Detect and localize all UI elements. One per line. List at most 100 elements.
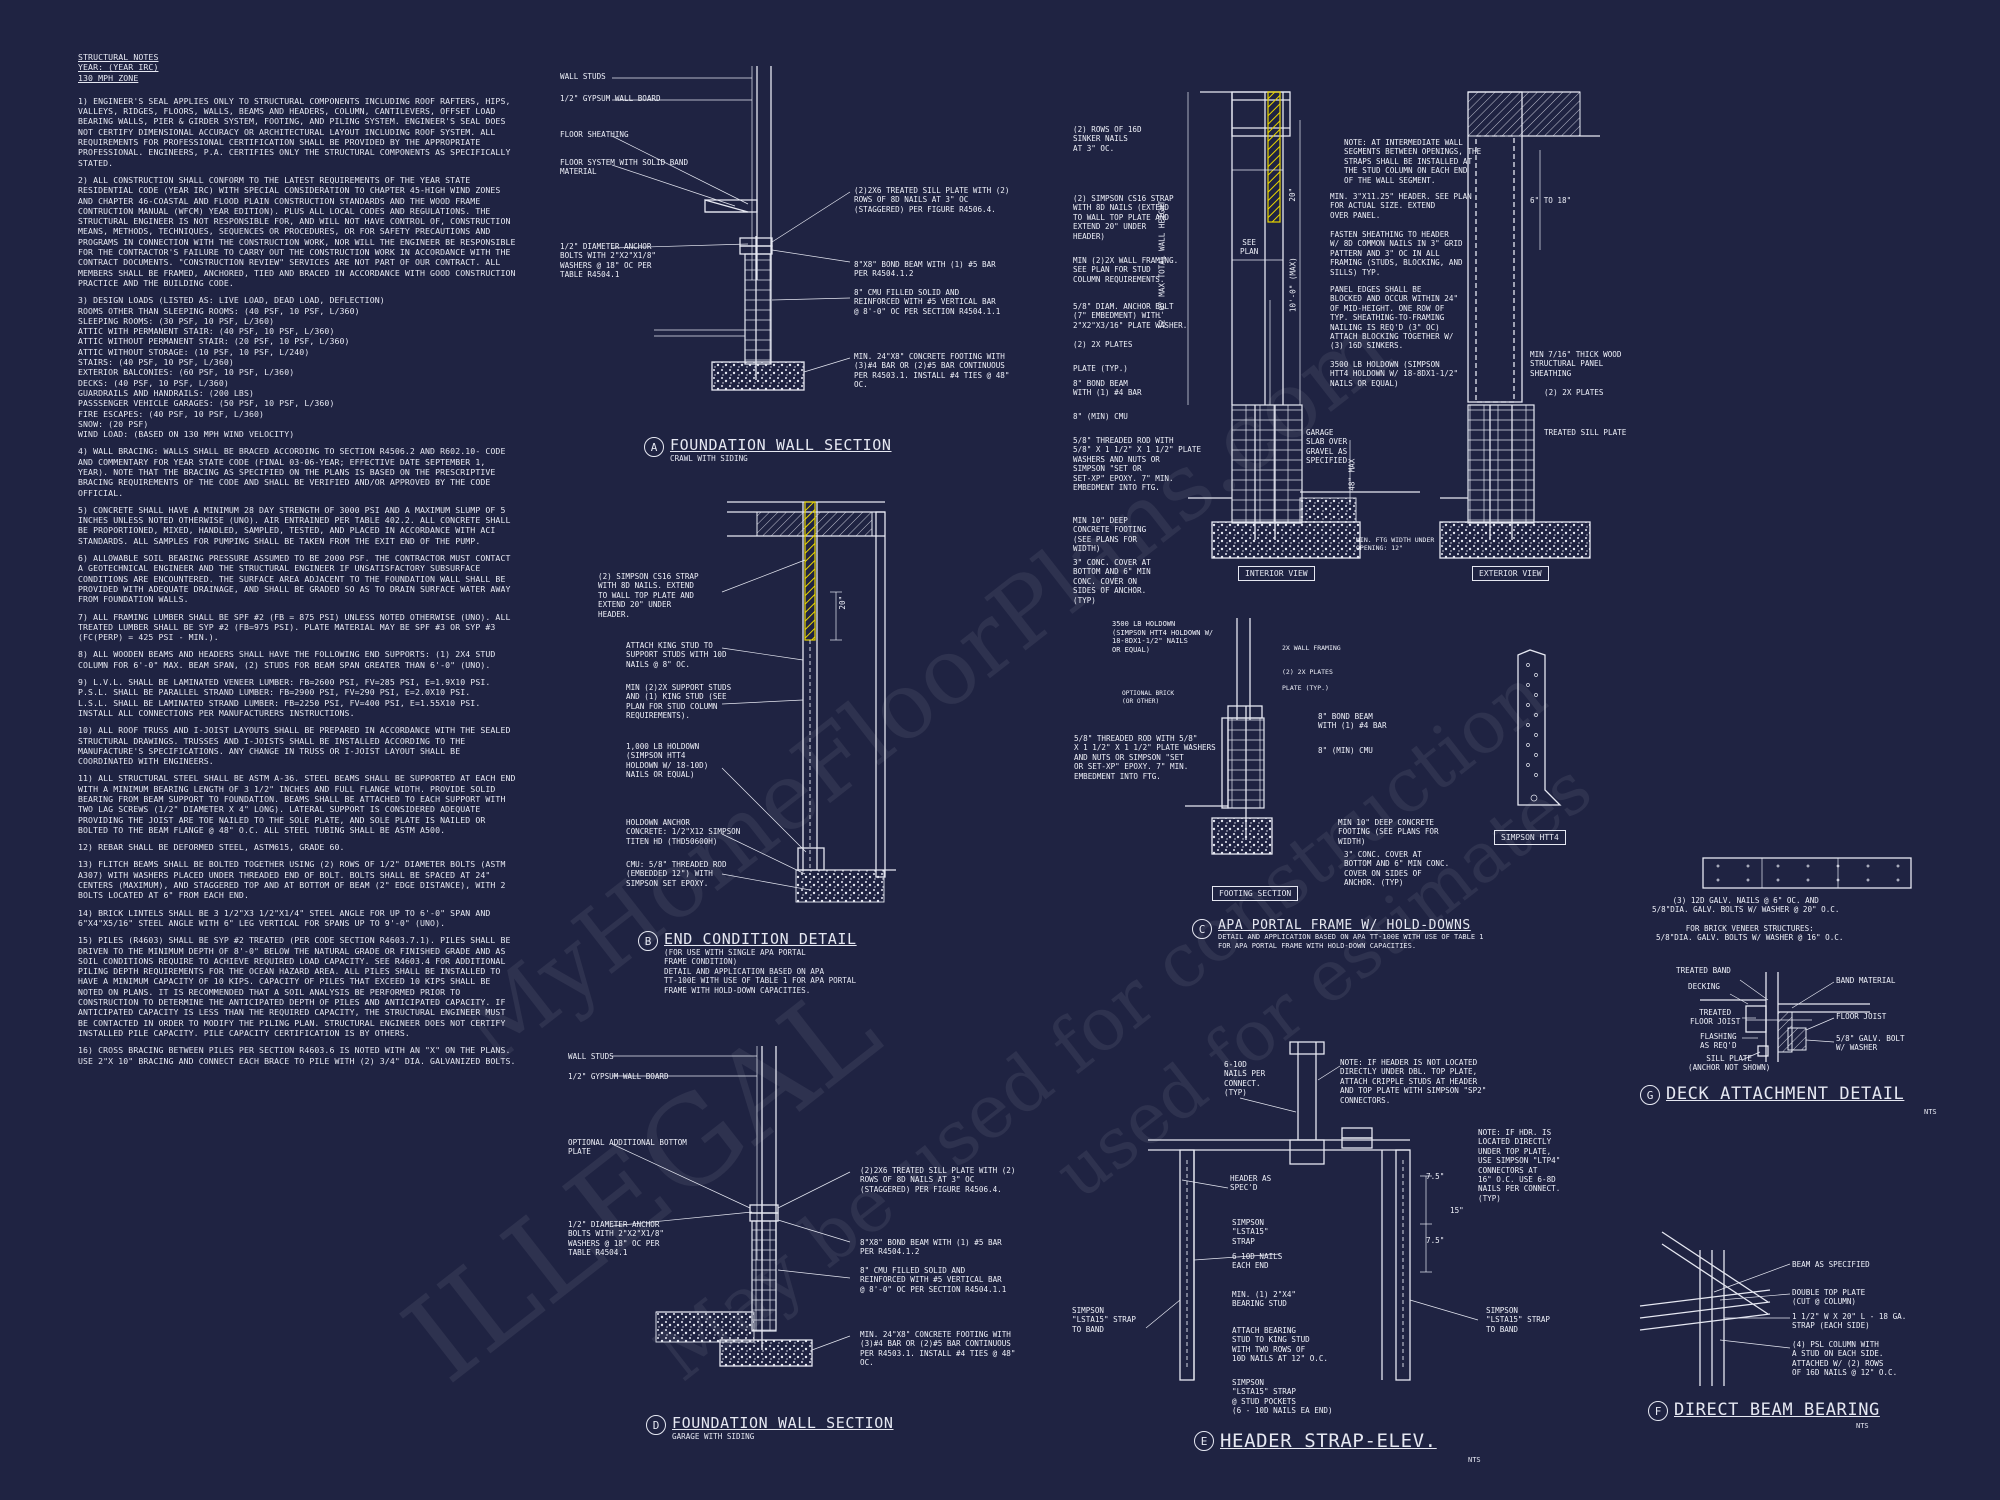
note-7: 7) ALL FRAMING LUMBER SHALL BE SPF #2 (F… [78, 611, 511, 643]
detail-a-badge: A [644, 437, 664, 457]
detail-g-nts: NTS [1924, 1108, 1937, 1116]
detail-c-footing-drawing [1185, 618, 1562, 855]
note-8: 8) ALL WOODEN BEAMS AND HEADERS SHALL HA… [78, 649, 496, 670]
note-14: 14) BRICK LINTELS SHALL BE 3 1/2"x3 1/2"… [78, 907, 491, 928]
a-label-bond-beam: 8"x8" BOND BEAM WITH (1) #5 BAR PER R450… [854, 260, 996, 279]
detail-b-sub: (FOR USE WITH SINGLE APA PORTAL FRAME CO… [664, 948, 857, 995]
c-label-anchor-bolt: 5/8" DIAM. ANCHOR BOLT (7" EMBEDMENT) WI… [1073, 302, 1188, 330]
c-label-bond-beam: 8" BOND BEAM WITH (1) #4 BAR [1073, 379, 1142, 398]
c-simpson-htt4-box: SIMPSON HTT4 [1494, 830, 1566, 845]
detail-c-name: APA PORTAL FRAME W/ HOLD-DOWNS [1218, 918, 1471, 933]
c-note-panel-edges: PANEL EDGES SHALL BE BLOCKED AND OCCUR W… [1330, 285, 1459, 351]
note-13: 13) FLITCH BEAMS SHALL BE BOLTED TOGETHE… [78, 859, 506, 901]
c-sec-wall-framing: 2X WALL FRAMING [1282, 644, 1341, 652]
detail-f-title: F DIRECT BEAM BEARING [1648, 1400, 1880, 1421]
d-label-gypsum: 1/2" GYPSUM WALL BOARD [568, 1072, 669, 1081]
notes-title: STRUCTURAL NOTES [78, 52, 159, 62]
g-label-treated-band: TREATED BAND [1676, 966, 1731, 975]
detail-g-badge: G [1640, 1085, 1660, 1105]
detail-c-interior-drawing [1187, 91, 1420, 559]
c-sec-bond-beam: 8" BOND BEAM WITH (1) #4 BAR [1318, 712, 1387, 731]
e-label-strap-right: SIMPSON "LSTA15" STRAP TO BAND [1486, 1306, 1551, 1334]
detail-f-nts: NTS [1856, 1422, 1869, 1430]
c-label-conc-cover: 3" CONC. COVER AT BOTTOM AND 6" MIN CONC… [1073, 558, 1151, 605]
f-label-beam: BEAM AS SPECIFIED [1792, 1260, 1870, 1269]
note-2: 2) ALL CONSTRUCTION SHALL CONFORM TO THE… [78, 174, 516, 288]
note-10: 10) ALL ROOF TRUSS AND I-JOIST LAYOUTS S… [78, 725, 511, 767]
c-exterior-view-box: EXTERIOR VIEW [1472, 566, 1549, 581]
detail-d-name: FOUNDATION WALL SECTION [672, 1414, 894, 1432]
detail-f-badge: F [1648, 1401, 1668, 1421]
detail-d-drawing [611, 1046, 851, 1367]
notes-header: STRUCTURAL NOTES YEAR: (YEAR IRC) 130 mp… [78, 52, 518, 83]
b-dim-20: 20" [838, 595, 848, 610]
detail-a-title: A FOUNDATION WALL SECTION CRAWL WITH SID… [644, 436, 892, 463]
detail-f-drawing [1639, 1231, 1791, 1386]
c-label-cs16-strap: (2) SIMPSON CS16 STRAP WITH 8d NAILS (EX… [1073, 194, 1174, 241]
c-dim-6-18: 6" TO 18" [1530, 196, 1572, 205]
e-note-hdr: NOTE: IF HDR. IS LOCATED DIRECTLY UNDER … [1478, 1128, 1561, 1203]
note-12: 12) REBAR SHALL BE DEFORMED STEEL, ASTM6… [78, 842, 345, 853]
e-dim-bottom: 7.5" [1426, 1236, 1445, 1245]
f-label-top-plate: DOUBLE TOP PLATE (CUT @ COLUMN) [1792, 1288, 1866, 1307]
b-label-strap: (2) SIMPSON CS16 STRAP WITH 8d NAILS. EX… [598, 572, 699, 619]
c-note-fasten: FASTEN SHEATHING TO HEADER W/ 8d COMMON … [1330, 230, 1463, 277]
e-label-lsta15: SIMPSON "LSTA15" STRAP [1232, 1218, 1269, 1246]
detail-a-drawing [611, 66, 851, 391]
c-footing-section-box: FOOTING SECTION [1212, 886, 1299, 901]
detail-e-nts: NTS [1468, 1456, 1481, 1464]
detail-c-badge: C [1192, 919, 1212, 939]
c-sec-footing: MIN 10" DEEP CONCRETE FOOTING (SEE PLANS… [1338, 818, 1439, 846]
c-dim-10ft: 10'-0" (MAX) [1288, 257, 1298, 313]
b-label-support-studs: MIN (2)2X SUPPORT STUDS AND (1) KING STU… [626, 683, 732, 721]
c-sec-threaded-rod: 5/8" THREADED ROD WITH 5/8" x 1 1/2" x 1… [1074, 734, 1216, 781]
b-label-king-stud: ATTACH KING STUD TO SUPPORT STUDS WITH 1… [626, 641, 727, 669]
g-label-sill-plate: SILL PLATE (ANCHOR NOT SHOWN) [1688, 1054, 1771, 1073]
e-note-header: NOTE: IF HEADER IS NOT LOCATED DIRECTLY … [1340, 1058, 1487, 1105]
c-dim-20: 20" [1288, 187, 1298, 202]
e-label-nails-each-end: 6-10d NAILS EACH END [1232, 1252, 1283, 1271]
c-interior-view-box: INTERIOR VIEW [1238, 566, 1315, 581]
c-label-threaded-rod: 5/8" THREADED ROD WITH 5/8" x 1 1/2" x 1… [1073, 436, 1202, 493]
note-16: 16) CROSS BRACING BETWEEN PILES PER SECT… [78, 1045, 516, 1066]
detail-e-name: HEADER STRAP-ELEV. [1220, 1430, 1437, 1452]
e-label-header-specd: HEADER AS SPEC'D [1230, 1174, 1272, 1193]
notes-zone: 130 mph ZONE [78, 72, 139, 83]
c-label-sinker-nails: (2) ROWS OF 16d SINKER NAILS AT 3" OC. [1073, 125, 1142, 153]
g-label-band-material: BAND MATERIAL [1836, 976, 1896, 985]
c-dim-wall-height: 12'-0" MAX TOTAL WALL HEIGHT [1157, 200, 1167, 329]
a-label-sill-plate: (2)2x6 TREATED SILL PLATE WITH (2) ROWS … [854, 186, 1010, 214]
c-label-cmu: 8" (MIN) CMU [1073, 412, 1128, 421]
c-label-2x-plates: (2) 2x PLATES [1073, 340, 1133, 349]
e-label-attach-bearing: ATTACH BEARING STUD TO KING STUD WITH TW… [1232, 1326, 1329, 1364]
note-5: 5) CONCRETE SHALL HAVE A MINIMUM 28 DAY … [78, 504, 511, 546]
note-6: 6) ALLOWABLE SOIL BEARING PRESSURE ASSUM… [78, 553, 511, 605]
c-ext-sill-plate: TREATED SILL PLATE [1544, 428, 1627, 437]
notes-year: YEAR: (YEAR IRC) [78, 62, 159, 73]
c-label-plate-typ: PLATE (TYP.) [1073, 364, 1128, 373]
f-label-strap: 1 1/2" W x 20" L - 18 GA. STRAP (EACH SI… [1792, 1312, 1907, 1331]
detail-c-title: C APA PORTAL FRAME W/ HOLD-DOWNS DETAIL … [1192, 918, 1484, 950]
c-sec-cmu: 8" (MIN) CMU [1318, 746, 1373, 755]
c-sec-2x-plates: (2) 2x PLATES [1282, 668, 1333, 676]
e-label-strap-left: SIMPSON "LSTA15" STRAP TO BAND [1072, 1306, 1137, 1334]
detail-d-title: D FOUNDATION WALL SECTION GARAGE WITH SI… [646, 1414, 894, 1441]
detail-g-name: DECK ATTACHMENT DETAIL [1666, 1084, 1905, 1104]
e-label-nails-per-connect: 6-10d NAILS PER CONNECT. (TYP) [1224, 1060, 1266, 1098]
g-notes-brick: FOR BRICK VENEER STRUCTURES: 5/8"dia. GA… [1656, 924, 1844, 943]
d-label-cmu: 8" CMU FILLED SOLID AND REINFORCED WITH … [860, 1266, 1007, 1294]
b-label-threaded-rod: CMU: 5/8" THREADED ROD (EMBEDDED 12") WI… [626, 860, 727, 888]
c-note-intermediate: NOTE: AT INTERMEDIATE WALL SEGMENTS BETW… [1344, 138, 1482, 185]
c-sec-plate-typ: PLATE (TYP.) [1282, 684, 1329, 692]
detail-b-badge: B [638, 931, 658, 951]
d-label-sill-plate: (2)2x6 TREATED SILL PLATE WITH (2) ROWS … [860, 1166, 1016, 1194]
g-label-floor-joist-right: FLOOR JOIST [1836, 1012, 1887, 1021]
c-label-deep-footing: MIN 10" DEEP CONCRETE FOOTING (SEE PLANS… [1073, 516, 1147, 554]
note-3: 3) DESIGN LOADS (LISTED AS: LIVE LOAD, D… [78, 295, 385, 440]
note-15: 15) PILES (R4603) SHALL BE SYP #2 TREATE… [78, 935, 511, 1038]
c-note-ftg-width: MIN. FTG WIDTH UNDER OPENING: 12" [1356, 536, 1435, 552]
detail-e-badge: E [1194, 1431, 1214, 1451]
a-label-floor-system: FLOOR SYSTEM WITH SOLID BAND MATERIAL [560, 158, 689, 177]
detail-b-name: END CONDITION DETAIL [664, 930, 857, 948]
